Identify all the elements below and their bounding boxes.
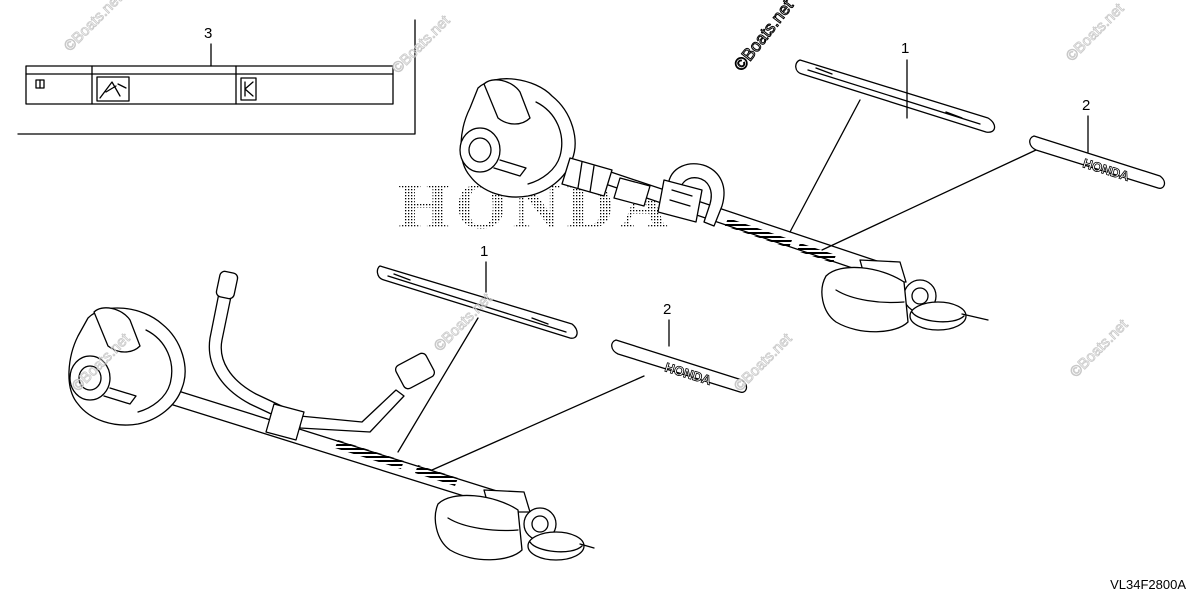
ear-protection-icon xyxy=(240,77,257,101)
callout-3[interactable]: 3 xyxy=(204,25,212,42)
leader-line-lower-2b xyxy=(431,375,645,471)
leader-line-lower-1b xyxy=(397,317,479,453)
upper-shaft-decal[interactable] xyxy=(795,59,996,133)
svg-text:©Boats.net: ©Boats.net xyxy=(1063,0,1128,65)
callout-upper-2[interactable]: 2 xyxy=(1082,97,1090,114)
drawing-code: VL34F2800A xyxy=(1110,577,1186,592)
svg-text:©Boats.net: ©Boats.net xyxy=(389,12,454,77)
label-inset-frame xyxy=(17,19,416,135)
leader-line-upper-1b xyxy=(789,99,861,233)
callout-upper-1[interactable]: 1 xyxy=(901,40,909,57)
lower-brand-decal-mark xyxy=(415,465,458,486)
warning-pictogram-icon xyxy=(96,76,130,102)
label-set-decal[interactable] xyxy=(25,65,394,105)
svg-text:©Boats.net: ©Boats.net xyxy=(1067,316,1132,381)
upper-brand-decal-mark xyxy=(797,243,836,263)
lower-shaft-decal-mark xyxy=(335,440,404,469)
lower-brand-decal[interactable]: HONDA xyxy=(611,339,748,393)
callout-lower-1[interactable]: 1 xyxy=(480,243,488,260)
upper-shaft-decal-mark xyxy=(725,218,792,248)
leader-line-upper-2b xyxy=(821,149,1037,251)
lower-trimmer[interactable] xyxy=(68,270,595,561)
lower-shaft-decal[interactable] xyxy=(376,265,578,339)
svg-text:©Boats.net: ©Boats.net xyxy=(731,330,796,395)
upper-trimmer[interactable] xyxy=(459,78,989,333)
callout-lower-2[interactable]: 2 xyxy=(663,301,671,318)
svg-text:©Boats.net: ©Boats.net xyxy=(730,0,797,74)
upper-brand-decal[interactable]: HONDA xyxy=(1029,135,1166,189)
svg-text:©Boats.net: ©Boats.net xyxy=(61,0,126,55)
